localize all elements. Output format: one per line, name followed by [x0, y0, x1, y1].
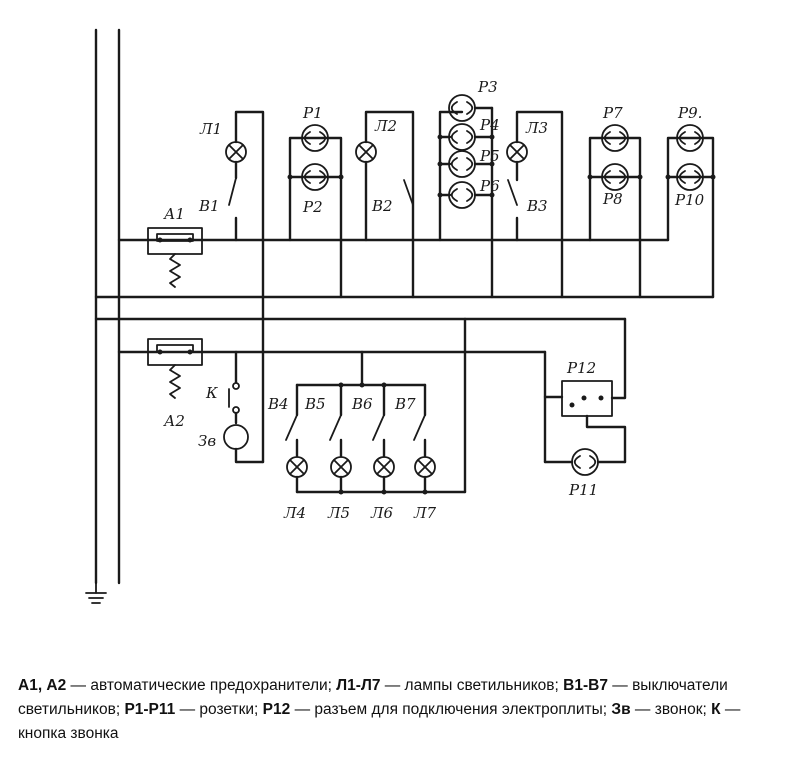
label-a2: А2	[163, 412, 185, 430]
label-b4: В4	[267, 395, 289, 413]
legend-caption: А1, А2 — автоматические предохранители; …	[18, 674, 786, 746]
legend-key: В1-В7	[563, 677, 608, 694]
label-l5: Л5	[327, 504, 350, 522]
label-p9: Р9.	[677, 104, 702, 122]
lamp-l1-circuit	[225, 110, 265, 464]
breaker-a1	[147, 227, 203, 288]
legend-key: К	[711, 701, 721, 718]
label-l4: Л4	[283, 504, 306, 522]
label-b3: В3	[526, 197, 548, 215]
label-b6: В6	[351, 395, 373, 413]
label-p8: Р8	[602, 190, 623, 208]
label-k: К	[205, 384, 218, 402]
legend-key: Л1-Л7	[336, 677, 381, 694]
legend-key: Р1-Р11	[124, 701, 176, 718]
legend-text: — звонок;	[630, 701, 712, 718]
label-p5: Р5	[479, 147, 500, 165]
legend-text: — автоматические предохранители;	[66, 677, 337, 694]
label-a1: А1	[163, 205, 185, 223]
label-l1: Л1	[199, 120, 222, 138]
breaker-a2	[147, 338, 203, 399]
label-p1: Р1	[302, 104, 323, 122]
legend-key: А1, А2	[18, 677, 67, 694]
legend-key: Зв	[611, 701, 631, 718]
label-l7: Л7	[413, 504, 437, 522]
ground-symbol	[85, 582, 107, 604]
label-l3: Л3	[525, 119, 548, 137]
legend-text: — лампы светильников;	[380, 677, 564, 694]
stove-connector-p12	[543, 317, 627, 476]
label-p6: Р6	[479, 177, 500, 195]
bus-lines	[94, 238, 715, 354]
label-zv: Зв	[198, 432, 216, 450]
label-l6: Л6	[370, 504, 394, 522]
legend-key: Р12	[262, 701, 291, 718]
legend-text: — разъем для подключения электроплиты;	[290, 701, 612, 718]
bell-circuit	[223, 350, 265, 464]
label-p3: Р3	[477, 78, 498, 96]
label-b7: В7	[394, 395, 416, 413]
label-p12: Р12	[566, 359, 596, 377]
label-b1: В1	[198, 197, 220, 215]
label-b5: В5	[304, 395, 326, 413]
socket-group-p7-p8	[587, 124, 643, 299]
legend-text: — розетки;	[175, 701, 263, 718]
label-b2: В2	[371, 197, 393, 215]
socket-group-p1-p2	[287, 124, 344, 299]
lamp-l2-circuit	[355, 110, 415, 299]
label-l2: Л2	[374, 117, 397, 135]
main-supply	[94, 28, 121, 585]
legend-text: — кнопка звонка	[18, 701, 741, 742]
label-p2: Р2	[302, 198, 323, 216]
lamp-group-l4-l7	[285, 317, 467, 495]
label-p4: Р4	[479, 116, 500, 134]
legend-text: — выключатели светильников;	[18, 677, 728, 718]
label-p11: Р11	[568, 481, 598, 499]
label-p7: Р7	[602, 104, 623, 122]
socket-group-p9-p10	[665, 124, 716, 299]
label-p10: Р10	[674, 191, 705, 209]
lamp-l3-circuit	[506, 110, 564, 299]
socket-group-p3-p6	[437, 94, 495, 299]
